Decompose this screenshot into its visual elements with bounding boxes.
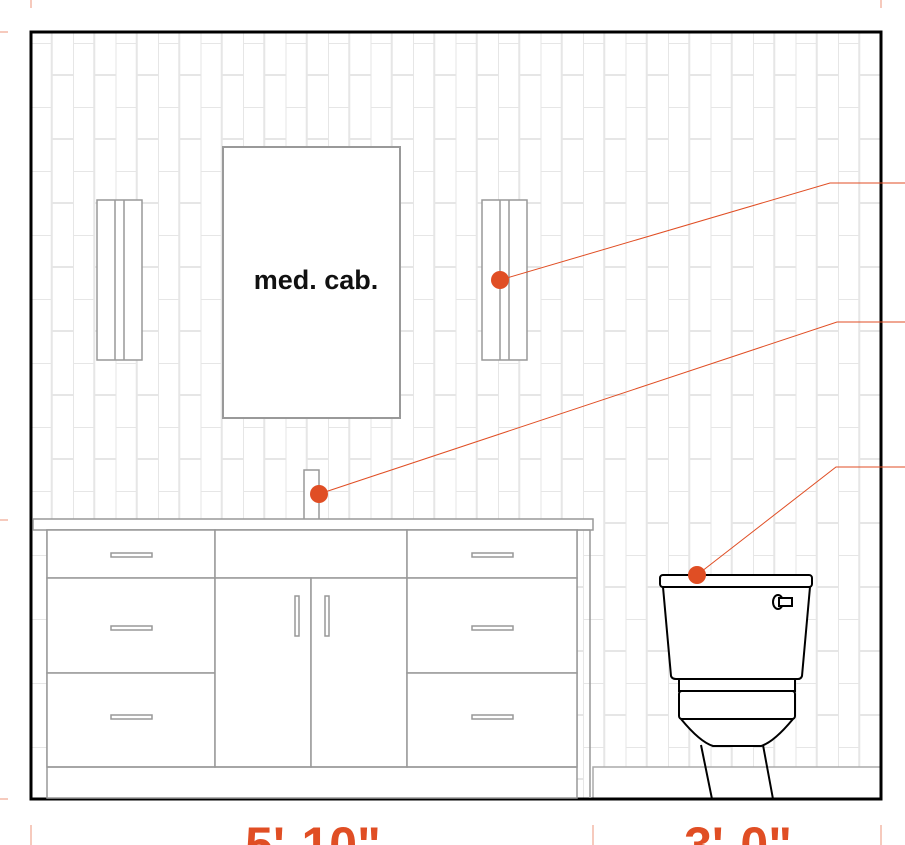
drawer-pulls <box>110 552 514 720</box>
dimension-ticks <box>0 0 882 845</box>
left-sconce <box>96 199 143 361</box>
toilet <box>659 574 813 800</box>
medicine-cabinet <box>222 146 401 419</box>
wall-outline <box>29 30 883 801</box>
callout-dot-faucet[interactable] <box>310 485 328 503</box>
medicine-cabinet-label: med. cab. <box>254 265 379 295</box>
callout-dot-toilet[interactable] <box>688 566 706 584</box>
toilet-width-dimension: 3'-0" <box>684 817 792 845</box>
baseboard <box>592 766 882 800</box>
callout-toilet <box>696 466 905 576</box>
vanity <box>32 518 594 799</box>
callout-faucet <box>318 321 905 495</box>
callout-sconce <box>499 182 905 281</box>
vanity-width-dimension: 5'-10" <box>245 817 381 845</box>
callout-dot-sconce[interactable] <box>491 271 509 289</box>
